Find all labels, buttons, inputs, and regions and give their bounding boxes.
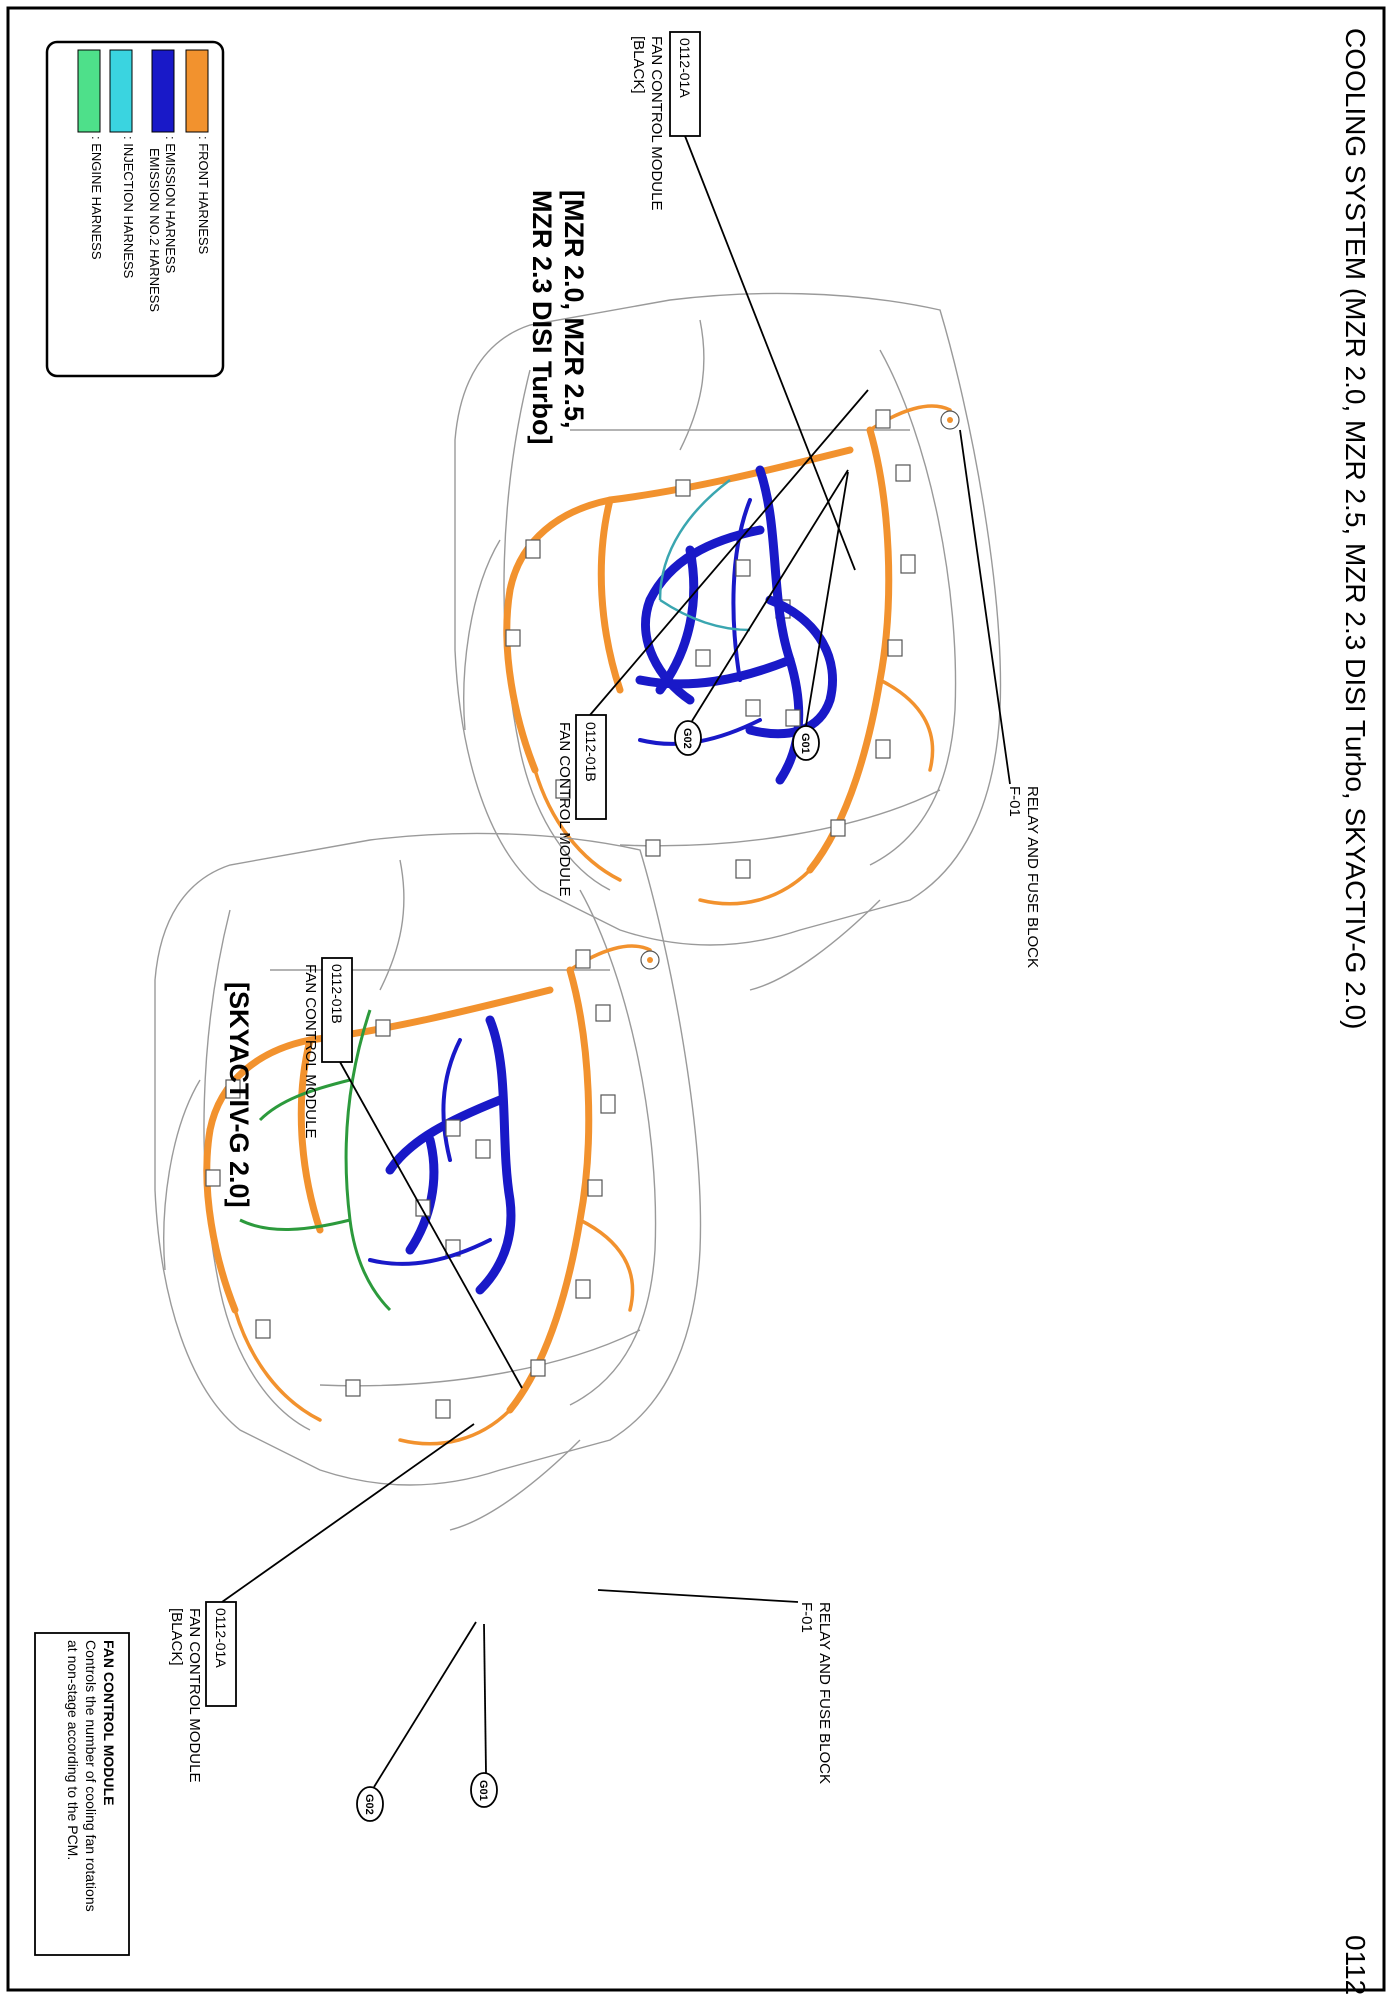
svg-text:[BLACK]: [BLACK]	[168, 1608, 185, 1666]
legend-swatch-emission	[151, 49, 175, 133]
svg-text:FAN CONTROL MODULE: FAN CONTROL MODULE	[556, 722, 573, 896]
view-skyactiv-callout-0112-01a: 0112-01A FAN CONTROL MODULE [BLACK]	[168, 1423, 475, 1782]
info-box-line-2: at non-stage according to the PCM.	[65, 1640, 81, 1860]
view-skyactiv: [SKYACTIV-G 2.0] 0112-01B FAN CONTROL MO…	[154, 832, 833, 1822]
view-mzr-callout-0112-01b: 0112-01B FAN CONTROL MODULE	[556, 389, 869, 896]
view-skyactiv-ground-g01: G01	[470, 1623, 498, 1808]
fan-control-module-info-box: FAN CONTROL MODULE Controls the number o…	[34, 1632, 130, 1956]
legend-label-emission-no2: EMISSION NO.2 HARNESS	[147, 148, 162, 312]
svg-text:G02: G02	[363, 1794, 375, 1815]
legend-label-front: : FRONT HARNESS	[196, 136, 211, 255]
harness-skyactiv	[206, 946, 659, 1444]
svg-text:RELAY AND FUSE BLOCK: RELAY AND FUSE BLOCK	[1024, 786, 1041, 968]
svg-text:0112-01A: 0112-01A	[677, 38, 693, 98]
view-skyactiv-callout-relay-fuse-block: RELAY AND FUSE BLOCK F-01	[597, 1589, 833, 1784]
legend-label-injection: : INJECTION HARNESS	[121, 136, 136, 279]
page-border	[6, 6, 1386, 1992]
svg-text:F-01: F-01	[798, 1602, 815, 1633]
view-skyactiv-heading: [SKYACTIV-G 2.0]	[224, 982, 254, 1208]
svg-text:RELAY AND FUSE BLOCK: RELAY AND FUSE BLOCK	[816, 1602, 833, 1784]
legend-swatch-engine	[77, 49, 101, 133]
svg-text:G01: G01	[477, 1780, 489, 1801]
view-mzr-callout-0112-01a: 0112-01A FAN CONTROL MODULE [BLACK]	[630, 31, 856, 571]
view-skyactiv-callout-0112-01b: 0112-01B FAN CONTROL MODULE	[302, 957, 523, 1389]
view-mzr-heading-line1: [MZR 2.0, MZR 2.5,	[559, 190, 589, 429]
view-mzr-heading-line2: MZR 2.3 DISI Turbo]	[527, 190, 557, 445]
view-skyactiv-ground-g02: G02	[356, 1621, 477, 1822]
svg-text:FAN CONTROL MODULE: FAN CONTROL MODULE	[302, 964, 319, 1138]
view-mzr-ground-g02: G02	[674, 469, 849, 756]
svg-text:0112-01B: 0112-01B	[583, 722, 599, 782]
page-title: COOLING SYSTEM (MZR 2.0, MZR 2.5, MZR 2.…	[1340, 28, 1371, 1029]
info-box-heading: FAN CONTROL MODULE	[101, 1640, 117, 1805]
svg-text:FAN CONTROL MODULE: FAN CONTROL MODULE	[186, 1608, 203, 1782]
view-mzr-callout-relay-fuse-block: RELAY AND FUSE BLOCK F-01	[959, 429, 1041, 968]
svg-text:0112-01A: 0112-01A	[213, 1608, 229, 1668]
legend-label-emission: : EMISSION HARNESS	[163, 136, 178, 274]
svg-text:[BLACK]: [BLACK]	[630, 36, 647, 94]
legend-swatch-front	[185, 49, 209, 133]
info-box-line-1: Controls the number of cooling fan rotat…	[83, 1640, 99, 1912]
legend-label-engine: : ENGINE HARNESS	[89, 136, 104, 260]
svg-text:F-01: F-01	[1006, 786, 1023, 817]
view-mzr-ground-g01: G01	[792, 471, 849, 761]
svg-text:G01: G01	[799, 733, 811, 754]
svg-text:G02: G02	[681, 728, 693, 749]
view-mzr: [MZR 2.0, MZR 2.5, MZR 2.3 DISI Turbo] 0…	[454, 31, 1041, 991]
svg-text:FAN CONTROL MODULE: FAN CONTROL MODULE	[648, 36, 665, 210]
legend-swatch-injection	[109, 49, 133, 133]
page-number: 0112	[1340, 1935, 1371, 1995]
svg-text:0112: 0112	[1340, 1935, 1371, 1995]
svg-text:0112-01B: 0112-01B	[329, 964, 345, 1024]
harness-legend: : FRONT HARNESS : EMISSION HARNESS EMISS…	[45, 40, 225, 378]
svg-text:COOLING SYSTEM (MZR 2.0, MZR 2: COOLING SYSTEM (MZR 2.0, MZR 2.5, MZR 2.…	[1340, 28, 1371, 1029]
